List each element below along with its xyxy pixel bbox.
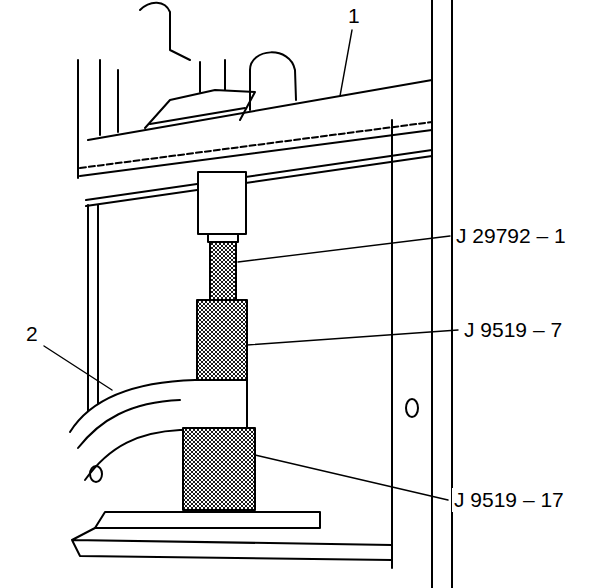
upper-plate — [80, 130, 432, 176]
upper-part — [200, 60, 225, 92]
press-bed — [95, 512, 320, 528]
upper-part — [145, 90, 255, 128]
arm-part — [78, 400, 180, 448]
press-bed — [72, 528, 392, 560]
tool-label: J 9519 – 17 — [452, 488, 566, 512]
upper-part — [100, 60, 118, 135]
leader-line — [340, 30, 352, 96]
upper-plate — [88, 80, 432, 140]
upper-part — [150, 108, 245, 124]
tool-receiver — [183, 428, 255, 510]
leader-line — [44, 346, 112, 390]
upper-plate — [80, 122, 432, 168]
callout-number: 1 — [346, 4, 362, 28]
frame-line — [77, 60, 79, 178]
tool-label: J 9519 – 7 — [462, 318, 564, 342]
leader-line — [255, 455, 448, 500]
frame-line — [431, 0, 433, 588]
tool-label: J 29792 – 1 — [454, 224, 568, 248]
upper-plate — [86, 150, 432, 200]
upper-plate — [86, 156, 432, 206]
frame-line — [391, 120, 393, 568]
upper-part — [140, 3, 190, 60]
press-ram — [198, 172, 246, 234]
tool-shaft — [208, 234, 238, 242]
arm-hole — [90, 466, 102, 482]
callout-number: 2 — [24, 322, 40, 346]
tool-shaft — [210, 234, 236, 302]
leader-line — [238, 236, 450, 262]
leader-line — [247, 330, 458, 345]
upper-part — [250, 52, 296, 110]
tool-adapter — [197, 300, 247, 380]
frame-hole — [406, 399, 418, 417]
